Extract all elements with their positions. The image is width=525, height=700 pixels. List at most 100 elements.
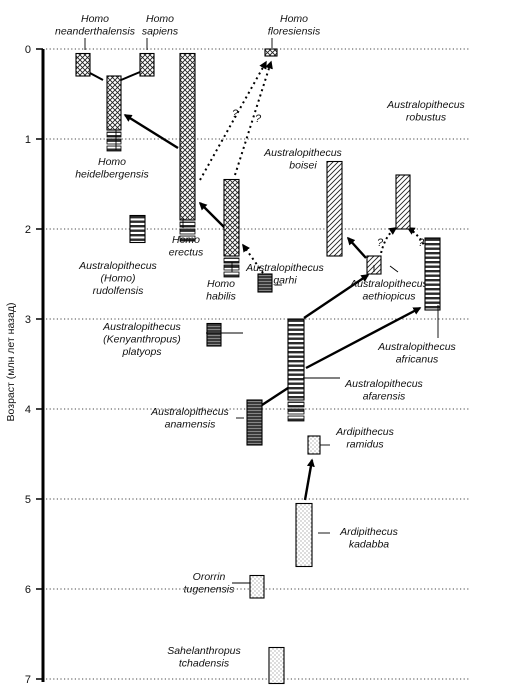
label-leaders [84, 38, 439, 584]
range-extension-erectus [179, 235, 196, 242]
species-label-line: Homo [98, 156, 126, 168]
species-label-line: Australopithecus [102, 321, 181, 333]
range-extension-afarensis [287, 408, 305, 415]
range-bar-africanus [424, 237, 441, 311]
species-label-line: ramidus [346, 439, 384, 451]
link-erectus-to-heidelbergensis [123, 113, 179, 150]
question-mark: ? [418, 237, 425, 249]
range-extension-habilis [223, 264, 240, 271]
species-label-line: robustus [406, 112, 447, 124]
link-aethiopicus-to-boisei [346, 236, 367, 259]
range-bar-kadabba [295, 502, 313, 568]
species-label-line: Homo [81, 13, 109, 25]
range-bar-afarensis [287, 318, 305, 401]
species-label-line: erectus [169, 247, 204, 259]
species-label-line: habilis [206, 291, 237, 303]
range-bar-rudolfensis [129, 214, 146, 244]
range-extension-afarensis [287, 415, 305, 422]
axis-tick-label: 7 [25, 674, 31, 686]
range-extension-erectus [179, 228, 196, 235]
link-anamensis-to-afarensis [261, 386, 289, 407]
species-label-platyops: Australopithecus(Kenyanthropus)platyops [102, 321, 181, 358]
range-bar-robustus [395, 174, 411, 230]
link-heidelbergensis-to-sapiens [120, 71, 141, 81]
range-bar-erectus [179, 52, 196, 221]
range-extension-heidelbergensis [106, 138, 122, 145]
range-extension-habilis [223, 257, 240, 264]
axis-tick-label: 5 [25, 494, 31, 506]
range-bar-anamensis [246, 399, 263, 446]
species-label-line: Homo [146, 13, 174, 25]
species-label-line: Ardipithecus [335, 426, 395, 438]
link-afarensis-to-africanus [305, 306, 422, 370]
species-label-line: platyops [121, 346, 162, 358]
species-label-line: floresiensis [268, 26, 321, 38]
species-label-line: Australopithecus [150, 406, 229, 418]
species-label-line: heidelbergensis [75, 169, 149, 181]
uncertain-marks: ? ? ? ? [232, 108, 425, 249]
range-extension-habilis [223, 271, 240, 278]
range-bar-ramidus [307, 435, 321, 455]
question-mark: ? [232, 108, 239, 120]
species-label-line: (Homo) [100, 273, 135, 285]
range-extension-heidelbergensis [106, 131, 122, 138]
species-label-line: tchadensis [179, 658, 230, 670]
link-erectus-to-floresiensis [199, 60, 267, 181]
axis-tick-label: 2 [25, 224, 31, 236]
species-label-line: aethiopicus [362, 291, 416, 303]
species-label-line: Australopithecus [377, 341, 456, 353]
question-mark: ? [255, 113, 262, 125]
species-label-line: kadabba [349, 539, 389, 551]
axis-tick-label: 4 [25, 404, 31, 416]
species-label-rudolfensis: Australopithecus(Homo)rudolfensis [78, 260, 157, 297]
species-label-line: Australopithecus [78, 260, 157, 272]
species-label-line: boisei [289, 160, 317, 172]
range-extension-afarensis [287, 401, 305, 408]
axis-tick-label: 3 [25, 314, 31, 326]
species-label-line: tugenensis [184, 584, 236, 596]
species-label-line: Homo [172, 234, 200, 246]
link-afarensis-to-aethiopicus [303, 274, 370, 319]
species-label-line: Sahelanthropus [167, 645, 241, 657]
species-label-line: (Kenyanthropus) [103, 334, 181, 346]
axis-tick-label: 6 [25, 584, 31, 596]
range-bar-floresiensis [264, 48, 278, 57]
range-bar-habilis [223, 178, 240, 257]
species-label-line: Australopithecus [344, 378, 423, 390]
range-bar-platyops [206, 322, 222, 347]
link-kadabba-to-ramidus [303, 458, 315, 501]
axis-title: Возраст (млн лет назад) [5, 303, 17, 422]
species-label-line: garhi [273, 275, 297, 287]
range-bar-boisei [326, 160, 343, 257]
species-label-line: Australopithecus [386, 99, 465, 111]
species-label-line: rudolfensis [93, 285, 145, 297]
question-mark: ? [377, 237, 384, 249]
species-label-line: afarensis [363, 391, 406, 403]
species-label-line: Australopithecus [263, 147, 342, 159]
